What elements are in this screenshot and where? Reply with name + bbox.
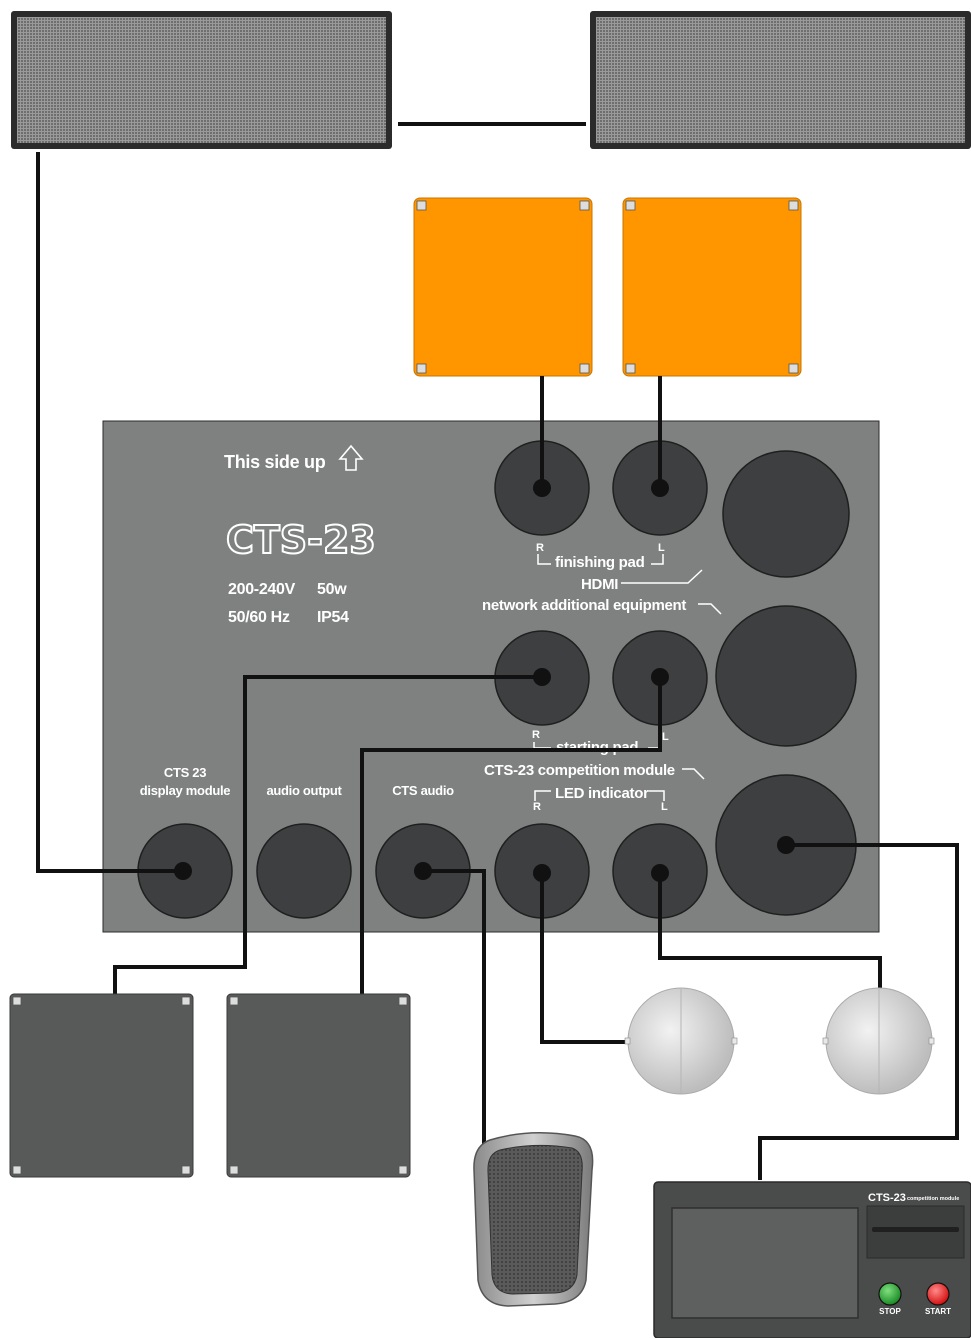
start-button[interactable] (926, 1282, 950, 1306)
audio-output-label: audio output (266, 783, 342, 798)
stop-button[interactable] (878, 1282, 902, 1306)
starting-pad-l-marker: L (662, 731, 669, 743)
cable-led-indicator-left (658, 873, 882, 990)
finishing-pad-bracket (537, 554, 664, 565)
start-label: START (925, 1307, 951, 1316)
finishing-pad-left (622, 197, 802, 377)
led-display-module-right (590, 11, 971, 149)
starting-pad-r-marker: R (532, 729, 540, 741)
display-module-label-line1: CTS 23 (164, 765, 206, 780)
cable-display-module (36, 152, 183, 873)
led-indicator-bracket (534, 790, 665, 801)
starting-pad-left (226, 993, 411, 1178)
competition-module-brand: CTS-23 (868, 1192, 906, 1204)
hdmi-label: HDMI (581, 576, 618, 593)
competition-module-screen (671, 1207, 859, 1319)
led-indicator-right (624, 987, 738, 1095)
led-indicator-r-marker: R (533, 801, 541, 813)
port-network-additional-equipment (715, 605, 857, 747)
spec-frequency: 50/60 Hz (228, 609, 290, 626)
cts-audio-label: CTS audio (392, 783, 454, 798)
speaker-icon (473, 1132, 594, 1307)
spec-ip-rating: IP54 (317, 609, 349, 626)
spec-power: 50w (317, 581, 347, 598)
led-indicator-label: LED indicator (555, 785, 649, 802)
competition-module-device (653, 1181, 971, 1338)
model-logo: CTS-23 (226, 518, 376, 562)
stop-label: STOP (879, 1307, 901, 1316)
cable-cts-audio (423, 869, 486, 1145)
finishing-pad-right (413, 197, 593, 377)
port-hdmi (722, 450, 850, 578)
finishing-pad-r-marker: R (536, 542, 544, 554)
competition-module-subtitle: competition module (907, 1196, 959, 1202)
port-audio-output (256, 823, 352, 919)
cables (36, 122, 959, 1180)
hdmi-leader (621, 569, 703, 584)
up-arrow-icon (338, 444, 364, 471)
network-leader (698, 603, 722, 615)
led-indicator-l-marker: L (661, 801, 668, 813)
spec-voltage: 200-240V (228, 581, 296, 598)
competition-module-label: CTS-23 competition module (484, 762, 675, 779)
cable-starting-pad-left (360, 677, 662, 995)
cable-competition-module (758, 843, 959, 1180)
display-module-label-line2: display module (140, 783, 231, 798)
led-display-module-left (11, 11, 392, 149)
orientation-label: This side up (224, 452, 326, 472)
cable-plugs (174, 479, 795, 882)
starting-pad-label: starting pad (556, 739, 638, 756)
cable-led-indicator-right (540, 873, 625, 1044)
finishing-pad-l-marker: L (658, 542, 665, 554)
starting-pad-right (9, 993, 194, 1178)
cable-starting-pad-right (113, 675, 542, 995)
finishing-pad-label: finishing pad (555, 554, 645, 571)
competition-module-leader (682, 768, 705, 780)
network-label: network additional equipment (482, 597, 686, 614)
led-indicator-left (822, 987, 935, 1095)
